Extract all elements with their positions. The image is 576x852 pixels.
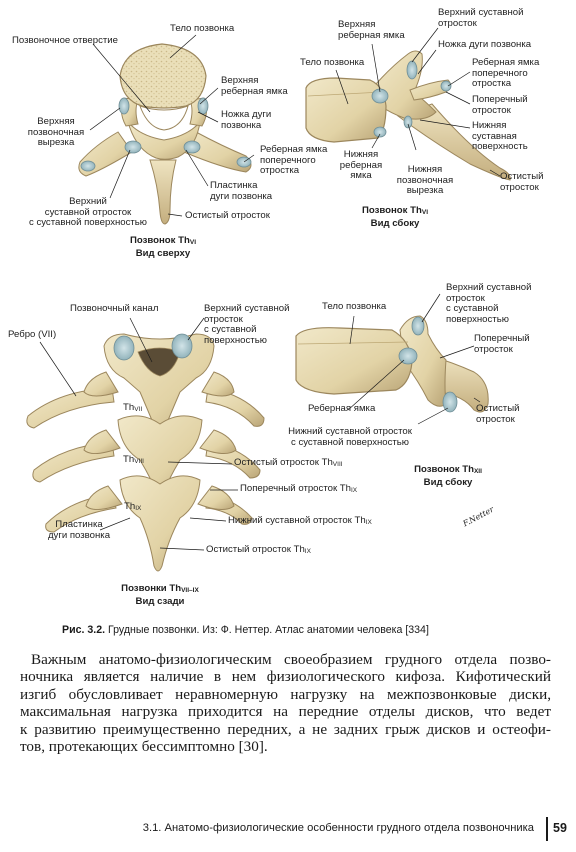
label-spinous-process-ix: Остистый отросток ThIX bbox=[206, 544, 311, 555]
paragraph-line: Важным анатомо-физиологическим своеобраз… bbox=[31, 651, 551, 668]
label-vertebral-canal: Позвоночный канал bbox=[70, 303, 159, 314]
paragraph-line: к развитию преимущественно передних, а н… bbox=[20, 720, 551, 738]
label-th-viii: ThVIII bbox=[123, 454, 144, 465]
running-footer-title: 3.1. Анатомо-физиологические особенности… bbox=[142, 822, 534, 834]
caption-text: Грудные позвонки. Из: Ф. Неттер. Атлас а… bbox=[105, 624, 429, 636]
illustration-vertebra-side-view-vi bbox=[305, 50, 511, 181]
label-rib-vii: Ребро (VII) bbox=[8, 329, 57, 340]
page-number: 59 bbox=[553, 821, 567, 835]
label-transverse-process-ix: Поперечный отросток ThIX bbox=[240, 483, 358, 494]
figure-thoracic-vertebrae: Тело позвонка Позвоночное отверстие Верх… bbox=[8, 7, 544, 607]
label-body: Тело позвонка bbox=[170, 23, 235, 34]
label-spinous-process: Остистый отросток bbox=[185, 210, 270, 221]
leaders-top-view bbox=[89, 34, 255, 217]
label-vertebral-foramen: Позвоночное отверстие bbox=[12, 35, 118, 46]
leaders-posterior-view bbox=[39, 317, 238, 551]
figure-caption: Рис. 3.2. Грудные позвонки. Из: Ф. Нетте… bbox=[62, 624, 522, 636]
label-th-ix: ThIX bbox=[124, 501, 142, 512]
label-th-vii: ThVII bbox=[123, 402, 143, 413]
illustration-vertebrae-posterior-view bbox=[26, 333, 265, 572]
label-costal-pit: Реберная ямка bbox=[308, 403, 376, 414]
label-body: Тело позвонка bbox=[322, 301, 387, 312]
illustration-vertebra-side-view-xii bbox=[295, 315, 489, 413]
footer-divider bbox=[546, 817, 548, 841]
label-body: Тело позвонка bbox=[300, 57, 365, 68]
leaders-side-view-vi bbox=[335, 27, 501, 177]
body-paragraph: Важным анатомо-физиологическим своеобраз… bbox=[20, 651, 551, 755]
paragraph-line: ночника является наличие в нем физиологи… bbox=[20, 668, 551, 686]
label-inferior-articular-process-ix: Нижний суставной отросток ThIX bbox=[228, 515, 372, 526]
paragraph-line: максимальная нагрузка приходится на пере… bbox=[20, 703, 551, 721]
paragraph-line: изгиб обусловливает неравномерную нагруз… bbox=[20, 685, 551, 703]
caption-label: Рис. 3.2. bbox=[62, 624, 106, 636]
paragraph-line: тов, протекающих бессимптомно [30]. bbox=[20, 738, 268, 756]
label-pedicle: Ножка дуги позвонка bbox=[438, 39, 532, 50]
label-spinous-process-viii: Остистый отросток ThVIII bbox=[234, 457, 343, 468]
leaders-side-view-xii bbox=[347, 293, 481, 425]
